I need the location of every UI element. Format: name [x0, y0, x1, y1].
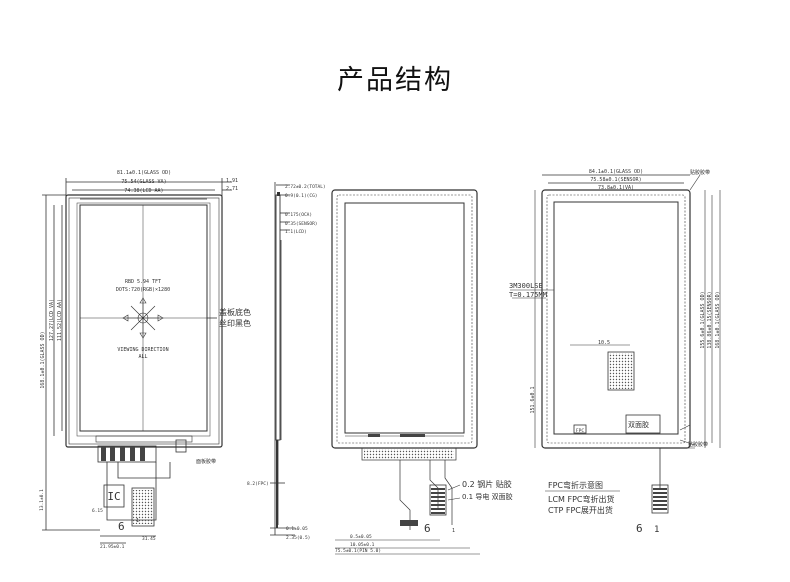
right-mid-note-1: 3M300LSE [509, 282, 543, 290]
middle-dim-2: 10.05±0.1 [350, 542, 375, 548]
middle-connector [368, 434, 445, 526]
right-dim-top-1: 84.1±0.1(GLASS OD) [589, 169, 643, 175]
right-mid-note-2: T=0.175MM [509, 291, 547, 299]
front-ic-label: IC [107, 490, 120, 503]
front-cover-label-2: 丝印黑色 [219, 318, 251, 328]
front-dim-fpc-2: 6.15 [92, 508, 103, 514]
middle-dim-3: 75.5±0.1(PIN 5.0) [335, 548, 381, 554]
right-chip-label: FPC [576, 428, 584, 434]
right-pin-label: 6 [636, 522, 643, 535]
side-dim-4: 0.35(SENSOR) [285, 221, 318, 227]
right-legend-title: FPC弯折示意图 [548, 480, 603, 490]
front-dim-right-1: 1.91 [226, 178, 238, 184]
front-dim-bottom-left: 21.95±0.1 [100, 544, 125, 550]
front-dim-top-3: 74.38(LCD AA) [124, 188, 163, 194]
labels: 81.1±0.1(GLASS OD) 75.54(GLASS VA) 74.38… [39, 169, 721, 554]
right-view [510, 174, 721, 514]
front-bottom-right-note: 面板胶带 [196, 458, 216, 465]
right-dim-left: 151.6±0.1 [530, 386, 536, 413]
front-dim-left-aa: 111.52(LCD AA) [57, 299, 63, 341]
front-center-spec-2: DOTS:720(RGB)×1280 [116, 287, 170, 293]
right-legend-1: LCM FPC弯折出货 [548, 494, 615, 504]
middle-pin-label: 6 [424, 522, 431, 535]
right-fpc-parts [609, 353, 667, 512]
side-dim-5: 1.1(LCD) [285, 229, 307, 235]
middle-note-1: 0.2 钢片 贴胶 [462, 479, 512, 489]
front-pin-1: 1 [136, 518, 139, 524]
right-pin-1: 1 [654, 525, 659, 535]
front-fpc-pattern [133, 490, 153, 524]
front-dim-top-1: 81.1±0.1(GLASS OD) [117, 170, 171, 176]
middle-note-2: 0.1 导电 双面胶 [462, 492, 513, 501]
page-title: 产品结构 [337, 65, 453, 96]
side-dim-fpc-1: 0.1±0.05 [286, 526, 308, 532]
right-tag-label: 双面胶 [628, 420, 649, 429]
front-cover-label-1: 盖板底色 [219, 307, 251, 317]
right-dim-right-3: 168.1±0.1(GLASS OD) [715, 291, 721, 348]
front-center-spec-4: ALL [138, 354, 147, 360]
middle-view [331, 189, 480, 555]
side-fpc-stroke [276, 192, 280, 528]
middle-pin-1: 1 [452, 528, 455, 534]
right-tag-top: 10.5 [598, 340, 610, 346]
front-dim-top-2: 75.54(GLASS VA) [121, 179, 166, 185]
front-dim-left-va: 127.27(LCD VA) [49, 299, 55, 341]
right-dim-top-3: 73.8±0.1(VA) [598, 185, 634, 191]
side-dim-3: 0.175(OCA) [285, 212, 312, 218]
front-view [42, 178, 232, 544]
front-dim-right-2: 2.71 [226, 186, 238, 192]
side-dim-2: 0.9(0.1)(CG) [285, 193, 318, 199]
front-dim-left-overall: 168.1±0.1(GLASS OD) [40, 331, 46, 388]
front-pin-label: 6 [118, 520, 125, 533]
right-dim-right-1: 155.6±0.1(GLASS OD) [700, 291, 706, 348]
front-dim-fpc-1: 31.45 [142, 536, 156, 542]
middle-dim-1: 0.5±0.05 [350, 534, 372, 540]
right-top-note: 贴胶胶带 [690, 169, 710, 176]
side-dim-bottom: 8.2(FPC) [247, 481, 269, 487]
front-center-spec-3: VIEWING DIRECTION [117, 347, 168, 353]
front-center-spec-1: RBD 5.94 TFT [125, 279, 161, 285]
right-legend-2: CTP FPC展开出货 [548, 505, 613, 515]
right-bottom-note: 贴胶胶带 [688, 441, 708, 448]
side-dim-1: 2.72±0.2(TOTAL) [285, 184, 326, 190]
front-dim-fpc-left: 13.1±0.1 [39, 489, 45, 511]
right-dim-top-2: 75.58±0.1(SENSOR) [590, 177, 641, 183]
side-dim-fpc-2: 2.35(0.5) [286, 535, 310, 541]
right-dim-right-2: 138.86±0.15(SENSOR) [707, 291, 713, 348]
front-fpc-connector [101, 447, 145, 461]
